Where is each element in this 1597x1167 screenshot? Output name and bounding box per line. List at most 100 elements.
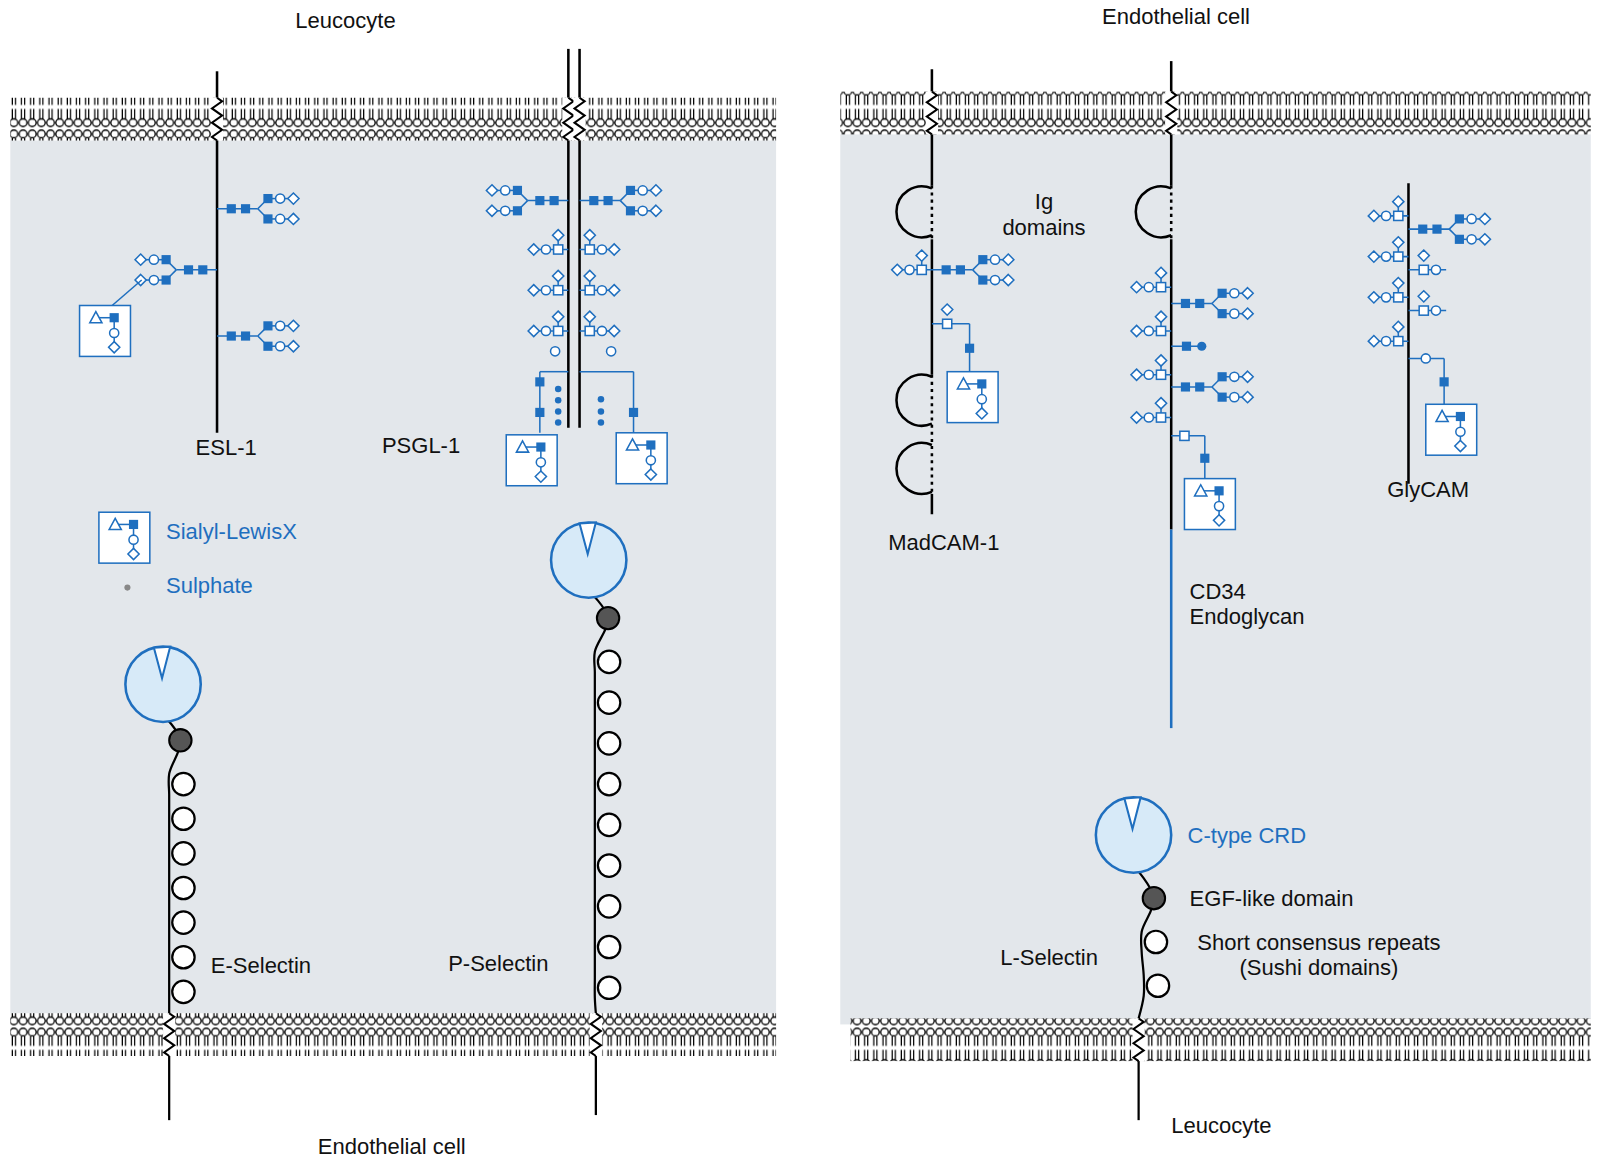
glcnac-symbol xyxy=(603,196,612,205)
lipid-bilayer xyxy=(10,98,776,141)
glcnac-symbol xyxy=(978,255,987,264)
protein-label: ESL-1 xyxy=(196,435,257,460)
sugar-symbol xyxy=(1156,326,1165,335)
galactose-symbol xyxy=(110,328,119,337)
dashed-link xyxy=(1170,185,1173,239)
protein-label: P-Selectin xyxy=(448,951,548,976)
sulphate-dot xyxy=(555,419,562,426)
membrane-gap xyxy=(573,98,585,141)
sialyl-lewis-x-frame xyxy=(1426,404,1477,455)
sialic-acid-symbol xyxy=(528,325,539,336)
glcnac-symbol xyxy=(1214,486,1223,495)
protein-chain xyxy=(1170,239,1173,529)
glcnac-symbol xyxy=(550,196,559,205)
sialic-acid-symbol xyxy=(1213,515,1224,526)
protein-chain xyxy=(578,141,581,428)
sushi-domain xyxy=(172,911,194,933)
glcnac-symbol xyxy=(263,321,272,330)
galactose-symbol xyxy=(541,326,550,335)
n-glycan xyxy=(217,193,299,225)
galactose-symbol xyxy=(276,321,285,330)
glcnac-symbol xyxy=(956,265,965,274)
glcnac-symbol xyxy=(513,186,522,195)
sushi-domain xyxy=(1147,975,1169,997)
glycosidic-link xyxy=(1171,386,1212,388)
sushi-domain xyxy=(598,773,620,795)
galactose-symbol xyxy=(1230,393,1239,402)
sialic-acid-symbol xyxy=(1131,369,1142,380)
glcnac-symbol xyxy=(1181,382,1190,391)
galactose-symbol xyxy=(1381,252,1390,261)
sushi-domain xyxy=(598,936,620,958)
sialic-acid-symbol xyxy=(1393,237,1404,248)
sialyl-lewis-x-link xyxy=(112,280,142,305)
sugar-symbol xyxy=(1394,337,1403,346)
ig-domain xyxy=(896,186,931,237)
glcnac-symbol xyxy=(978,275,987,284)
lipid-bilayer xyxy=(840,92,1591,135)
glcnac-symbol xyxy=(646,440,655,449)
glcnac-symbol xyxy=(1218,393,1227,402)
glycosidic-link xyxy=(580,371,634,373)
sugar-symbol xyxy=(1394,293,1403,302)
sugar-symbol xyxy=(1419,265,1428,274)
ig-domain xyxy=(1136,186,1171,237)
fucose-symbol xyxy=(109,518,121,529)
membrane-gap xyxy=(590,1013,602,1056)
glcnac-symbol xyxy=(263,342,272,351)
sugar-symbol xyxy=(1394,252,1403,261)
fucose-symbol xyxy=(90,312,102,323)
glcnac-symbol xyxy=(162,255,171,264)
glcnac-symbol xyxy=(513,206,522,215)
protein-chain xyxy=(567,49,570,98)
cell-label: Endothelial cell xyxy=(1102,4,1250,29)
sushi-domain xyxy=(172,842,194,864)
lipid-bilayer xyxy=(850,1018,1590,1061)
sialic-acid-symbol xyxy=(1242,392,1253,403)
sulphate-dot xyxy=(598,396,605,403)
galactose-symbol xyxy=(597,326,606,335)
transmembrane-segment xyxy=(574,98,584,141)
galactose-symbol xyxy=(149,255,158,264)
sugar-symbol xyxy=(1156,370,1165,379)
galactose-symbol xyxy=(990,275,999,284)
galactose-symbol xyxy=(276,214,285,223)
galactose-symbol xyxy=(1381,293,1390,302)
o-glycan xyxy=(1368,196,1408,221)
domain-key-label: Short consensus repeats (Sushi domains) xyxy=(1171,930,1466,981)
n-glycan xyxy=(135,254,217,286)
galactose-symbol xyxy=(551,347,560,356)
transmembrane-segment xyxy=(591,1013,601,1056)
sushi-domain xyxy=(172,877,194,899)
glcnac-symbol xyxy=(263,194,272,203)
sialyl-lewis-x-link xyxy=(633,372,634,433)
binding-notch xyxy=(580,522,596,554)
sialic-acid-symbol xyxy=(1242,288,1253,299)
glycosidic-link xyxy=(217,335,258,337)
glcnac-symbol xyxy=(626,186,635,195)
sialyl-lewis-x-box xyxy=(506,435,557,486)
sialyl-lewis-x-frame xyxy=(1184,479,1235,530)
sialic-acid-symbol xyxy=(1479,234,1490,245)
membrane-gap xyxy=(926,92,938,135)
sushi-domain xyxy=(598,651,620,673)
sialyl-lewis-x-frame xyxy=(616,433,667,484)
n-glycan xyxy=(217,320,299,352)
glcnac-symbol xyxy=(1455,214,1464,223)
fucose-symbol xyxy=(1195,485,1207,496)
sushi-domain xyxy=(1145,931,1167,953)
cell-gap-panel xyxy=(840,130,1591,1024)
sialic-acid-symbol xyxy=(528,244,539,255)
protein-chain xyxy=(216,71,219,97)
sialic-acid-symbol xyxy=(1242,308,1253,319)
sugar-symbol xyxy=(1394,211,1403,220)
sushi-domain xyxy=(598,977,620,999)
sugar-symbol xyxy=(554,245,563,254)
galactose-symbol xyxy=(1144,413,1153,422)
glcnac-symbol xyxy=(535,196,544,205)
sulphate-dot xyxy=(598,408,605,415)
transmembrane-segment xyxy=(1134,1018,1144,1061)
sialic-acid-symbol xyxy=(1479,213,1490,224)
galactose-symbol xyxy=(541,286,550,295)
